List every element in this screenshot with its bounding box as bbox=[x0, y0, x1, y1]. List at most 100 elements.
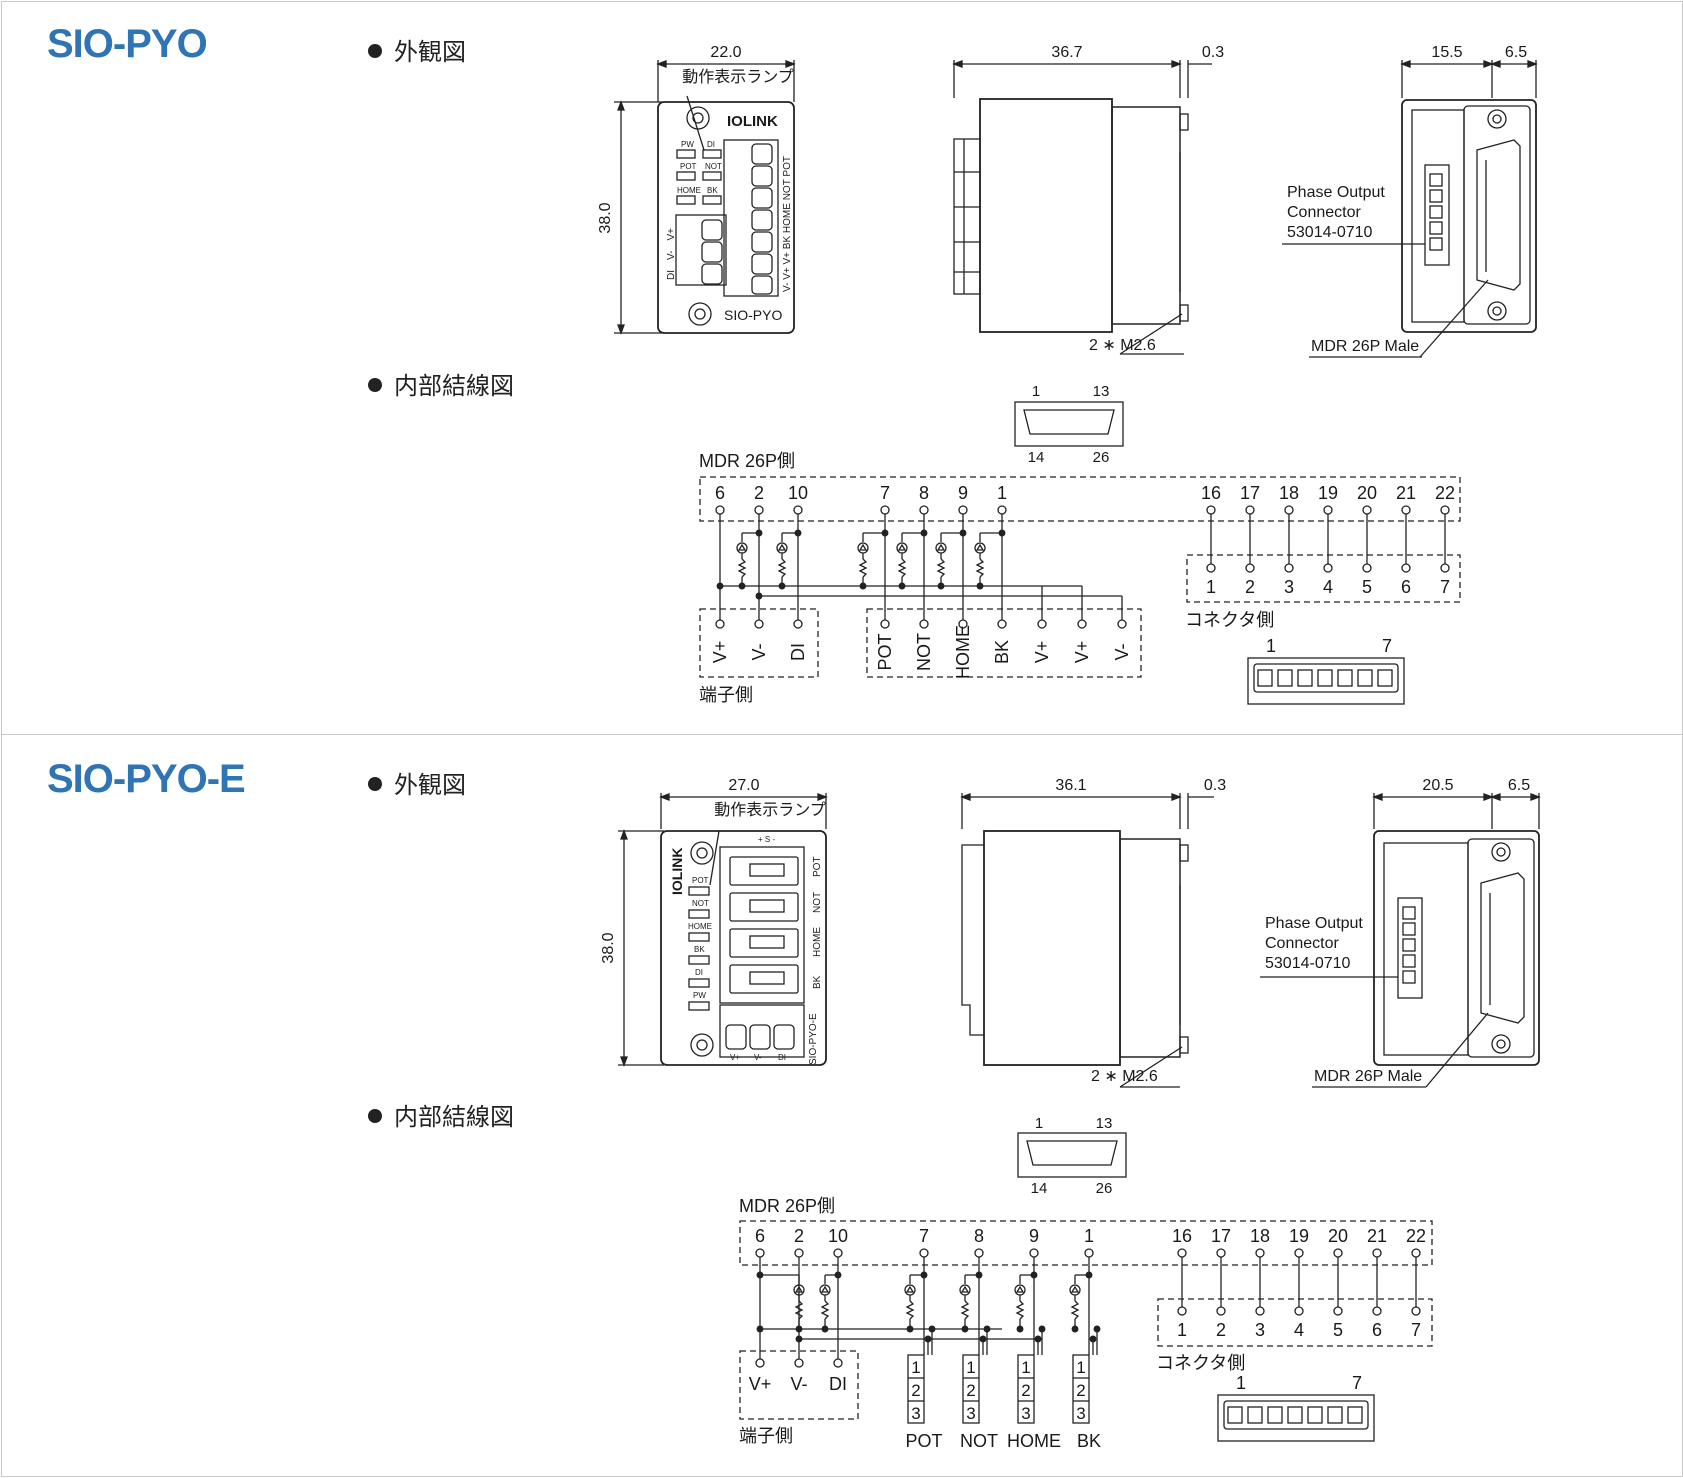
led-arrow-icon bbox=[905, 1285, 915, 1293]
bullet-icon bbox=[368, 378, 382, 392]
screw-label: 2 ∗ M2.6 bbox=[1091, 1068, 1158, 1085]
junction-dot bbox=[755, 529, 763, 537]
connector-pin-number: 3 bbox=[1284, 577, 1294, 597]
connector-pin-number: 7 bbox=[1440, 577, 1450, 597]
conn-end-label: 7 bbox=[1382, 636, 1392, 656]
led-arrow-icon bbox=[794, 1285, 804, 1293]
junction-dot bbox=[976, 582, 984, 590]
phase-connector-part: 53014-0710 bbox=[1265, 955, 1351, 972]
bullet-icon bbox=[368, 777, 382, 791]
junction-dot bbox=[906, 1325, 914, 1333]
bullet-icon bbox=[368, 1109, 382, 1123]
pin-circle bbox=[1333, 1248, 1343, 1258]
phase-connector-label: Connector bbox=[1287, 204, 1361, 221]
block-pin-number: 2 bbox=[1021, 1381, 1030, 1400]
conn-side-label: コネクタ側 bbox=[1185, 610, 1274, 630]
bottom-term-label: DI bbox=[778, 1053, 786, 1062]
brand-logo: IOLINK bbox=[669, 848, 685, 895]
pin-circle bbox=[1206, 505, 1216, 515]
pin-circle bbox=[880, 505, 890, 515]
term-side-label: 端子側 bbox=[699, 685, 753, 705]
pin-circle bbox=[793, 619, 803, 629]
mdr-pin-label: 26 bbox=[1093, 449, 1110, 466]
pin-circle bbox=[1294, 1248, 1304, 1258]
pin-circle bbox=[755, 1248, 765, 1258]
drawing-sio-pyo-e: 27.0 動作表示ランプ 38.0 IOLINK SIO-PYO-E + S -… bbox=[600, 777, 1541, 1451]
model-title: SIO-PYO bbox=[47, 22, 208, 66]
panel-sio-pyo: SIO-PYO 外観図 内部結線図 bbox=[1, 1, 1683, 735]
terminal-label: V+ bbox=[1032, 641, 1052, 664]
led-label: HOME bbox=[688, 922, 712, 931]
connector-pin-number: 5 bbox=[1362, 577, 1372, 597]
resistor-icon bbox=[936, 558, 946, 578]
led-label: POT bbox=[692, 876, 709, 885]
pin-circle bbox=[1401, 505, 1411, 515]
mdr-pin-number: 1 bbox=[997, 483, 1007, 503]
pin-circle bbox=[1362, 505, 1372, 515]
mdr-pin-number: 20 bbox=[1357, 483, 1377, 503]
pin-circle bbox=[1284, 505, 1294, 515]
conn-side-label: コネクタ側 bbox=[1156, 1353, 1245, 1373]
junction-dot bbox=[924, 1335, 932, 1343]
resistor-icon bbox=[1070, 1300, 1080, 1320]
phase-connector-part: 53014-0710 bbox=[1287, 224, 1373, 241]
resistor-icon bbox=[1015, 1300, 1025, 1320]
mdr-pin-label: 14 bbox=[1028, 449, 1045, 466]
pin-circle bbox=[1362, 563, 1372, 573]
led-arrow-icon bbox=[960, 1285, 970, 1293]
led-label: NOT bbox=[705, 162, 722, 171]
junction-dot bbox=[755, 592, 763, 600]
resistor-icon bbox=[737, 558, 747, 578]
junction-dot bbox=[1016, 1325, 1024, 1333]
block-pin-number: 3 bbox=[911, 1404, 920, 1423]
connector-cavity-icon bbox=[1297, 669, 1313, 687]
bottom-term-label: V- bbox=[754, 1053, 762, 1062]
junction-dot bbox=[834, 1271, 842, 1279]
led-label: DI bbox=[707, 140, 715, 149]
front-terms-right: V- V+ V+ BK HOME NOT POT bbox=[782, 156, 793, 292]
terminal-label: BK bbox=[992, 640, 1012, 664]
block-pin-number: 1 bbox=[966, 1358, 975, 1377]
connector-pin-number: 1 bbox=[1206, 577, 1216, 597]
connector-pin-number: 6 bbox=[1401, 577, 1411, 597]
junction-dot bbox=[795, 1325, 803, 1333]
resistor-icon bbox=[858, 558, 868, 578]
junction-dot bbox=[821, 1325, 829, 1333]
pin-circle bbox=[1284, 563, 1294, 573]
connector-cavity-icon bbox=[1257, 669, 1273, 687]
conn-end-label: 1 bbox=[1236, 1373, 1246, 1393]
terminal-block bbox=[1017, 1354, 1035, 1424]
led-arrow-icon bbox=[858, 543, 868, 551]
drawing-sio-pyo: 22.0 動作表示ランプ 38.0 IOLINK SIO-PYO PW DI P… bbox=[597, 44, 1538, 705]
junction-dot bbox=[859, 582, 867, 590]
terminal-label: DI bbox=[829, 1374, 847, 1394]
plus-s-minus: + S - bbox=[758, 835, 775, 844]
pin-circle bbox=[919, 505, 929, 515]
terminal-label: V+ bbox=[1072, 641, 1092, 664]
pin-circle bbox=[997, 505, 1007, 515]
pin-circle bbox=[1037, 619, 1047, 629]
dim-rear-width: 15.5 bbox=[1431, 44, 1462, 61]
mdr-pin-number: 10 bbox=[788, 483, 808, 503]
dim-height: 38.0 bbox=[597, 202, 614, 233]
mdr-pin-number: 17 bbox=[1211, 1226, 1231, 1246]
terminal-label: V- bbox=[790, 1374, 807, 1394]
block-pin-number: 3 bbox=[1076, 1404, 1085, 1423]
mdr-pin-label: 1 bbox=[1032, 383, 1040, 400]
connector-cavity-icon bbox=[1287, 1406, 1303, 1424]
block-pin-number: 1 bbox=[911, 1358, 920, 1377]
junction-dot bbox=[1071, 1325, 1079, 1333]
resistor-icon bbox=[794, 1300, 804, 1320]
side-label: BK bbox=[812, 975, 823, 989]
junction-dot bbox=[1093, 1325, 1101, 1333]
wiring-heading: 内部結線図 bbox=[368, 1097, 514, 1132]
mdr-side-label: MDR 26P側 bbox=[699, 451, 795, 471]
block-pin-number: 3 bbox=[966, 1404, 975, 1423]
mdr-pin-number: 18 bbox=[1279, 483, 1299, 503]
pin-circle bbox=[1440, 563, 1450, 573]
led-label: NOT bbox=[692, 899, 709, 908]
pin-circle bbox=[1177, 1248, 1187, 1258]
pin-circle bbox=[1206, 563, 1216, 573]
terminal-label: HOME bbox=[1007, 1431, 1061, 1451]
connector-pin-number: 1 bbox=[1177, 1320, 1187, 1340]
